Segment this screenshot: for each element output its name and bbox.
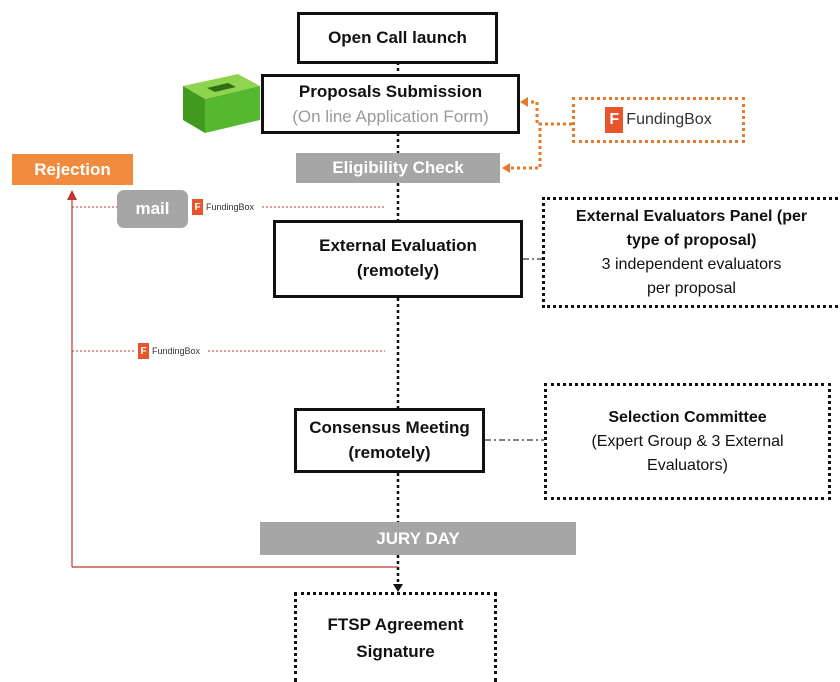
jury-day-bar: JURY DAY: [260, 522, 576, 555]
proposals-submission-node: Proposals Submission (On line Applicatio…: [261, 74, 520, 134]
fundingbox-small-text: FundingBox: [152, 346, 201, 356]
external-eval-line2: (remotely): [356, 261, 440, 280]
fundingbox-logo: F FundingBox: [605, 107, 712, 133]
orange-arrowhead: [502, 163, 510, 173]
consensus-line2: (remotely): [348, 442, 431, 462]
fundingbox-mark-icon: F: [605, 107, 624, 133]
consensus-meeting-node: Consensus Meeting (remotely): [294, 408, 485, 473]
open-call-node: Open Call launch: [297, 12, 498, 64]
fundingbox-text: FundingBox: [626, 111, 712, 128]
consensus-line1: Consensus Meeting: [309, 417, 470, 437]
fundingbox-small-logo-middle: F FundingBox: [138, 343, 203, 359]
arrow-head: [393, 584, 403, 592]
rejection-label: Rejection: [34, 159, 111, 179]
external-evaluators-panel: External Evaluators Panel (per type of p…: [542, 197, 838, 308]
evaluators-body-line2: per proposal: [647, 279, 736, 297]
eligibility-label: Eligibility Check: [332, 158, 464, 177]
rejection-arrowhead: [67, 190, 77, 200]
eligibility-check-bar: Eligibility Check: [296, 153, 500, 183]
evaluators-title-line2: type of proposal): [626, 231, 757, 249]
ftsp-agreement-node: FTSP Agreement Signature: [294, 592, 497, 682]
evaluators-body-line1: 3 independent evaluators: [601, 255, 782, 273]
selection-committee-panel: Selection Committee (Expert Group & 3 Ex…: [544, 383, 831, 500]
evaluators-title-line1: External Evaluators Panel (per: [575, 207, 808, 225]
jury-day-label: JURY DAY: [376, 528, 460, 548]
fundingbox-mark-icon: F: [192, 199, 203, 215]
external-eval-line1: External Evaluation: [319, 236, 477, 256]
committee-body-line2: Evaluators): [647, 456, 728, 474]
fundingbox-mark-icon: F: [138, 343, 149, 359]
ballot-box-icon: [183, 74, 260, 133]
ftsp-line2: Signature: [356, 642, 435, 662]
orange-arrow: [522, 100, 572, 126]
external-evaluation-node: External Evaluation (remotely): [273, 220, 523, 298]
orange-arrow: [505, 122, 572, 170]
mail-badge: mail: [117, 190, 188, 228]
proposals-subtitle: (On line Application Form): [292, 107, 489, 126]
orange-arrowhead: [520, 97, 528, 107]
proposals-title: Proposals Submission: [298, 81, 483, 101]
committee-title: Selection Committee: [608, 408, 767, 426]
open-call-label: Open Call launch: [328, 27, 467, 47]
committee-body-line1: (Expert Group & 3 External: [591, 432, 784, 450]
fundingbox-small-logo-top: F FundingBox: [192, 199, 257, 215]
mail-label: mail: [135, 199, 170, 218]
fundingbox-source-box: F FundingBox: [572, 97, 745, 143]
fundingbox-small-text: FundingBox: [206, 202, 255, 212]
ftsp-line1: FTSP Agreement: [327, 615, 464, 634]
rejection-node: Rejection: [12, 154, 133, 185]
